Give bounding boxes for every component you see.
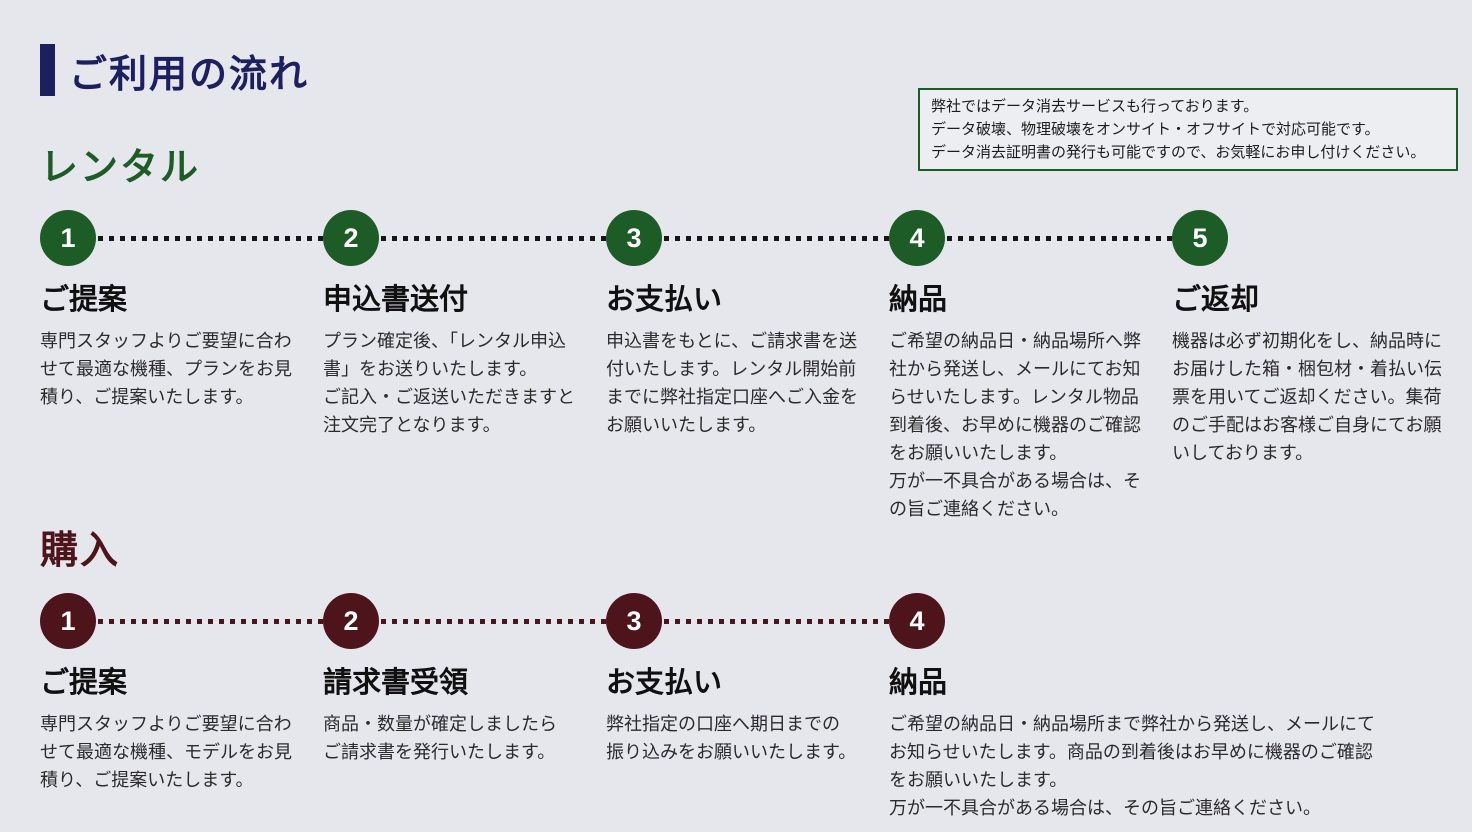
rental-section: レンタル 1 ご提案 専門スタッフよりご要望に合わせて最適な機種、プランをお見積…: [40, 146, 1472, 523]
title-marker-bar: [40, 44, 55, 96]
step-number: 4: [909, 605, 925, 636]
step-number: 3: [626, 222, 642, 253]
rental-step-1: 1 ご提案 専門スタッフよりご要望に合わせて最適な機種、プランをお見積り、ご提案…: [40, 210, 323, 523]
data-erasure-notice-box: 弊社ではデータ消去サービスも行っております。 データ破壊、物理破壊をオンサイト・…: [918, 88, 1458, 171]
step-connector-dots: [98, 618, 323, 624]
page-title: ご利用の流れ: [69, 53, 310, 96]
step-number: 2: [343, 605, 359, 636]
purchase-step-4: 4 納品 ご希望の納品日・納品場所まで弊社から発送し、メールにてお知らせいたしま…: [889, 593, 1375, 822]
step-connector-dots: [947, 235, 1172, 241]
step-track: 2: [323, 593, 606, 649]
step-connector-dots: [98, 235, 323, 241]
step-number-badge: 1: [40, 593, 96, 649]
step-connector-dots: [381, 235, 606, 241]
step-number-badge: 4: [889, 210, 945, 266]
step-number-badge: 2: [323, 593, 379, 649]
step-track: 3: [606, 210, 889, 266]
rental-step-3: 3 お支払い 申込書をもとに、ご請求書を送付いたします。レンタル開始前までに弊社…: [606, 210, 889, 523]
purchase-step-2: 2 請求書受領 商品・数量が確定しましたら ご請求書を発行いたします。: [323, 593, 606, 822]
step-description: ご希望の納品日・納品場所まで弊社から発送し、メールにてお知らせいたします。商品の…: [889, 714, 1375, 818]
step-description: 商品・数量が確定しましたら ご請求書を発行いたします。: [323, 714, 557, 762]
step-track: 4: [889, 593, 1172, 649]
step-title: ご提案: [40, 667, 128, 699]
purchase-section-heading: 購入: [40, 530, 121, 572]
step-title: 申込書送付: [323, 284, 469, 316]
rental-step-5: 5 ご返却 機器は必ず初期化をし、納品時にお届けした箱・梱包材・着払い伝票を用い…: [1172, 210, 1455, 523]
step-description: 申込書をもとに、ご請求書を送付いたします。レンタル開始前までに弊社指定口座へご入…: [606, 331, 858, 435]
step-number: 1: [60, 605, 76, 636]
step-number-badge: 3: [606, 210, 662, 266]
page-header: ご利用の流れ: [40, 44, 1472, 96]
step-track: 4: [889, 210, 1172, 266]
step-title: お支払い: [606, 667, 723, 699]
step-description: 専門スタッフよりご要望に合わせて最適な機種、プランをお見積り、ご提案いたします。: [40, 331, 292, 407]
step-title: 請求書受領: [323, 667, 469, 699]
step-track: 1: [40, 210, 323, 266]
rental-steps-row: 1 ご提案 専門スタッフよりご要望に合わせて最適な機種、プランをお見積り、ご提案…: [40, 210, 1472, 523]
step-connector-dots: [381, 618, 606, 624]
step-title: ご提案: [40, 284, 128, 316]
step-title: お支払い: [606, 284, 723, 316]
step-description: 弊社指定の口座へ期日までの 振り込みをお願いいたします。: [606, 714, 857, 762]
rental-section-heading: レンタル: [40, 147, 201, 189]
step-description: プラン確定後、「レンタル申込書」をお送りいたします。 ご記入・ご返送いただきます…: [323, 331, 575, 435]
step-description: 機器は必ず初期化をし、納品時にお届けした箱・梱包材・着払い伝票を用いてご返却くだ…: [1172, 331, 1442, 463]
step-track: 5: [1172, 210, 1455, 266]
step-connector-dots: [664, 235, 889, 241]
step-title: ご返却: [1172, 284, 1260, 316]
step-title: 納品: [889, 284, 948, 316]
rental-step-4: 4 納品 ご希望の納品日・納品場所へ弊社から発送し、メールにてお知らせいたします…: [889, 210, 1172, 523]
step-number-badge: 3: [606, 593, 662, 649]
step-number-badge: 4: [889, 593, 945, 649]
step-number-badge: 1: [40, 210, 96, 266]
step-track: 3: [606, 593, 889, 649]
step-number: 4: [909, 222, 925, 253]
step-number: 1: [60, 222, 76, 253]
purchase-step-1: 1 ご提案 専門スタッフよりご要望に合わせて最適な機種、モデルをお見積り、ご提案…: [40, 593, 323, 822]
step-number-badge: 5: [1172, 210, 1228, 266]
step-number-badge: 2: [323, 210, 379, 266]
step-track: 2: [323, 210, 606, 266]
purchase-section: 購入 1 ご提案 専門スタッフよりご要望に合わせて最適な機種、モデルをお見積り、…: [40, 529, 1472, 822]
step-number: 5: [1192, 222, 1208, 253]
step-description: ご希望の納品日・納品場所へ弊社から発送し、メールにてお知らせいたします。レンタル…: [889, 331, 1141, 519]
step-number: 2: [343, 222, 359, 253]
purchase-steps-row: 1 ご提案 専門スタッフよりご要望に合わせて最適な機種、モデルをお見積り、ご提案…: [40, 593, 1472, 822]
step-track: 1: [40, 593, 323, 649]
step-description: 専門スタッフよりご要望に合わせて最適な機種、モデルをお見積り、ご提案いたします。: [40, 714, 292, 790]
rental-step-2: 2 申込書送付 プラン確定後、「レンタル申込書」をお送りいたします。 ご記入・ご…: [323, 210, 606, 523]
step-connector-dots: [664, 618, 889, 624]
step-title: 納品: [889, 667, 948, 699]
purchase-step-3: 3 お支払い 弊社指定の口座へ期日までの 振り込みをお願いいたします。: [606, 593, 889, 822]
step-number: 3: [626, 605, 642, 636]
